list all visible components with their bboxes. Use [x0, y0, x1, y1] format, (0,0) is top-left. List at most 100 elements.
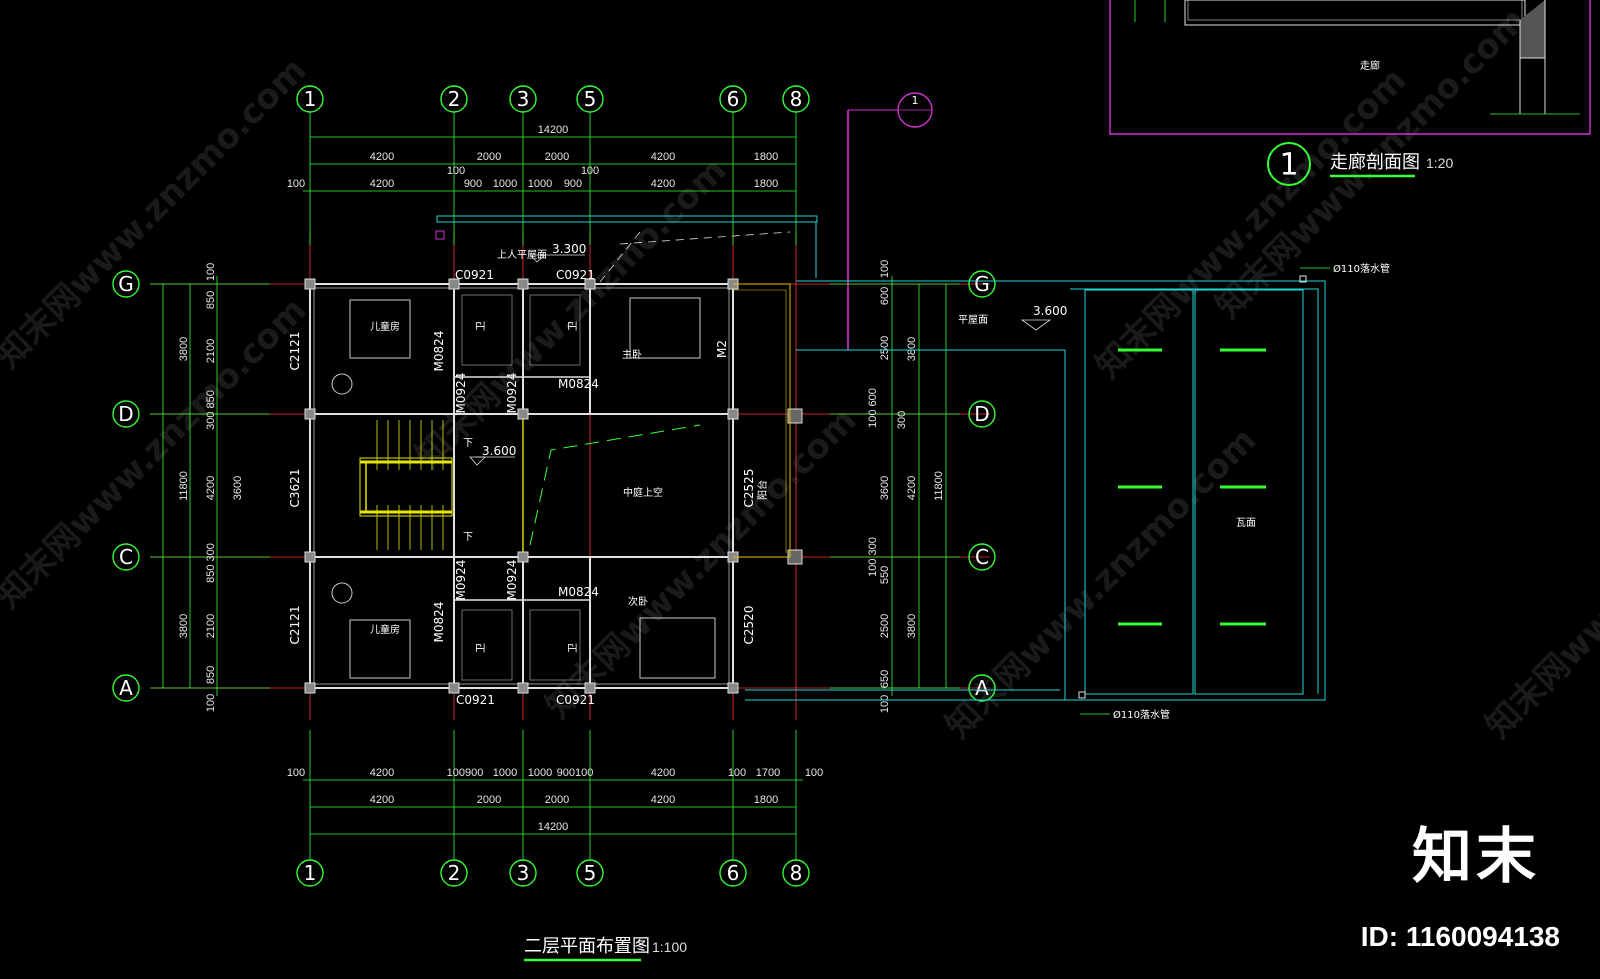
- door-code: M0824: [432, 331, 446, 372]
- dimensions-top: 14200 4200 2000 2000 4200 1800 100 100 1…: [287, 112, 797, 245]
- dimensions-bottom: 100 4200 100900 1000 1000 900100 4200 10…: [287, 730, 823, 860]
- axis-label: C: [119, 545, 133, 569]
- dim-value: 100: [805, 767, 823, 779]
- dim-value: 100: [287, 767, 305, 779]
- dim-value: 4200: [370, 151, 394, 163]
- furniture: [331, 294, 716, 681]
- room-labels: 儿童房 主卧 儿童房 次卧 卫 卫 卫 卫 中庭上空 阳台 上人平屋面 平屋面 …: [370, 249, 1256, 653]
- dim-value: 900: [464, 178, 482, 190]
- balcony: [733, 283, 791, 558]
- brand-logo-text: 知末: [1412, 822, 1540, 892]
- dim-value: 100 600: [867, 388, 879, 428]
- window-code: C0921: [556, 268, 595, 282]
- axis-label: 1: [304, 87, 317, 111]
- dim-value: 550: [879, 566, 891, 584]
- window-code: C3621: [288, 469, 302, 508]
- dim-value: 900: [564, 178, 582, 190]
- axis-label: 1: [304, 861, 317, 885]
- dim-value: 100 300: [867, 537, 879, 577]
- bed-master: [629, 297, 701, 359]
- room-flat-roof: 平屋面: [958, 314, 988, 326]
- room-tile-roof: 瓦面: [1236, 518, 1256, 529]
- bed-kids-top: [349, 299, 411, 359]
- dim-value: 4200: [651, 178, 675, 190]
- dim-value: 1800: [754, 794, 778, 806]
- dim-value: 2500: [879, 336, 891, 360]
- window-code: C0921: [455, 268, 494, 282]
- axis-label: G: [118, 272, 134, 296]
- elevation-stair: 3.600: [482, 444, 516, 458]
- section-scale: 1:20: [1426, 155, 1453, 171]
- dim-value: 2000: [545, 151, 569, 163]
- dim-value: 100: [287, 178, 305, 190]
- dim-value: 4200: [205, 476, 217, 500]
- axis-label: G: [974, 272, 990, 296]
- dim-value: 1000: [493, 767, 517, 779]
- dim-value: 100: [879, 695, 891, 713]
- elevation-flat-roof: 3.600: [1033, 304, 1067, 318]
- section-corridor-label: 走廊: [1360, 59, 1380, 72]
- section-number-circle: [1267, 142, 1311, 186]
- dim-value: 4200: [651, 794, 675, 806]
- dim-value: 100: [879, 260, 891, 278]
- dim-value: 100: [205, 263, 217, 281]
- dim-value: 850: [205, 291, 217, 309]
- dim-value: 2000: [545, 794, 569, 806]
- axis-label: 2: [448, 861, 461, 885]
- dim-value: 100: [581, 165, 599, 177]
- dim-value: 2000: [477, 794, 501, 806]
- window-code: C0921: [456, 693, 495, 707]
- axis-label: 5: [584, 861, 597, 885]
- dim-value: 300: [896, 411, 908, 429]
- dim-total-right: 11800: [933, 471, 945, 501]
- drawing-title-text: 二层平面布置图: [524, 936, 650, 957]
- dim-value: 100: [205, 694, 217, 712]
- window-code: C2520: [742, 606, 756, 645]
- stair-down-label: 下: [463, 532, 473, 543]
- door-code: M0924: [454, 373, 468, 414]
- dim-total-top: 14200: [538, 124, 569, 136]
- room-bath: 卫: [476, 321, 487, 331]
- dim-value: 2100: [205, 339, 217, 363]
- dim-value: 4200: [370, 767, 394, 779]
- dim-value: 3600: [879, 476, 891, 500]
- dim-value: 1000: [493, 178, 517, 190]
- axis-label: 5: [584, 87, 597, 111]
- dim-total-bottom: 14200: [538, 821, 569, 833]
- drawing-title: 二层平面布置图 1:100: [524, 936, 687, 962]
- section-marker-number: 1: [912, 94, 919, 107]
- asset-id-label: ID: 1160094138: [1360, 921, 1560, 952]
- dim-value: 1000: [528, 178, 552, 190]
- axis-bubbles-top: 1 2 3 5 6 8: [296, 85, 810, 113]
- watermark-text: 知末网www.znzmo.com: [1478, 420, 1600, 746]
- dim-value: 2000: [477, 151, 501, 163]
- elevation-marks: 3.300 3.600 3.600: [469, 242, 1067, 466]
- room-roof-terrace: 上人平屋面: [497, 249, 547, 261]
- axis-label: D: [118, 402, 133, 426]
- room-bath: 卫: [568, 321, 579, 331]
- axis-label: 3: [517, 861, 530, 885]
- dim-value: 1700: [756, 767, 780, 779]
- bed-second: [639, 617, 716, 679]
- door-code: M0824: [432, 602, 446, 643]
- dim-value: 100900: [447, 767, 484, 779]
- dimensions-left: 11800 3800 4200 4200 3800 100 850 2100 3…: [150, 263, 270, 712]
- opening-labels: C0921 C0921 C0921 C0921 C2121 C2121 C362…: [288, 268, 756, 707]
- axis-label: D: [974, 402, 989, 426]
- door-code: M0824: [558, 377, 599, 391]
- window-code: C2525: [742, 469, 756, 508]
- door-code: M0924: [454, 560, 468, 601]
- dim-value: 4200: [651, 151, 675, 163]
- courtyard-void: [529, 424, 701, 546]
- axis-label: 8: [790, 861, 803, 885]
- axis-label: 6: [727, 861, 740, 885]
- axis-label: 3: [517, 87, 530, 111]
- watermark-text: 知末网www.znzmo.com: [1088, 60, 1414, 386]
- axis-label: A: [975, 676, 989, 700]
- dim-value: 4200: [906, 476, 918, 500]
- drain-pipes: Ø110落水管 Ø110落水管: [1080, 262, 1390, 721]
- drain-pipe-label: Ø110落水管: [1113, 708, 1170, 721]
- dim-value: 3800: [906, 337, 918, 361]
- dim-value: 100: [447, 165, 465, 177]
